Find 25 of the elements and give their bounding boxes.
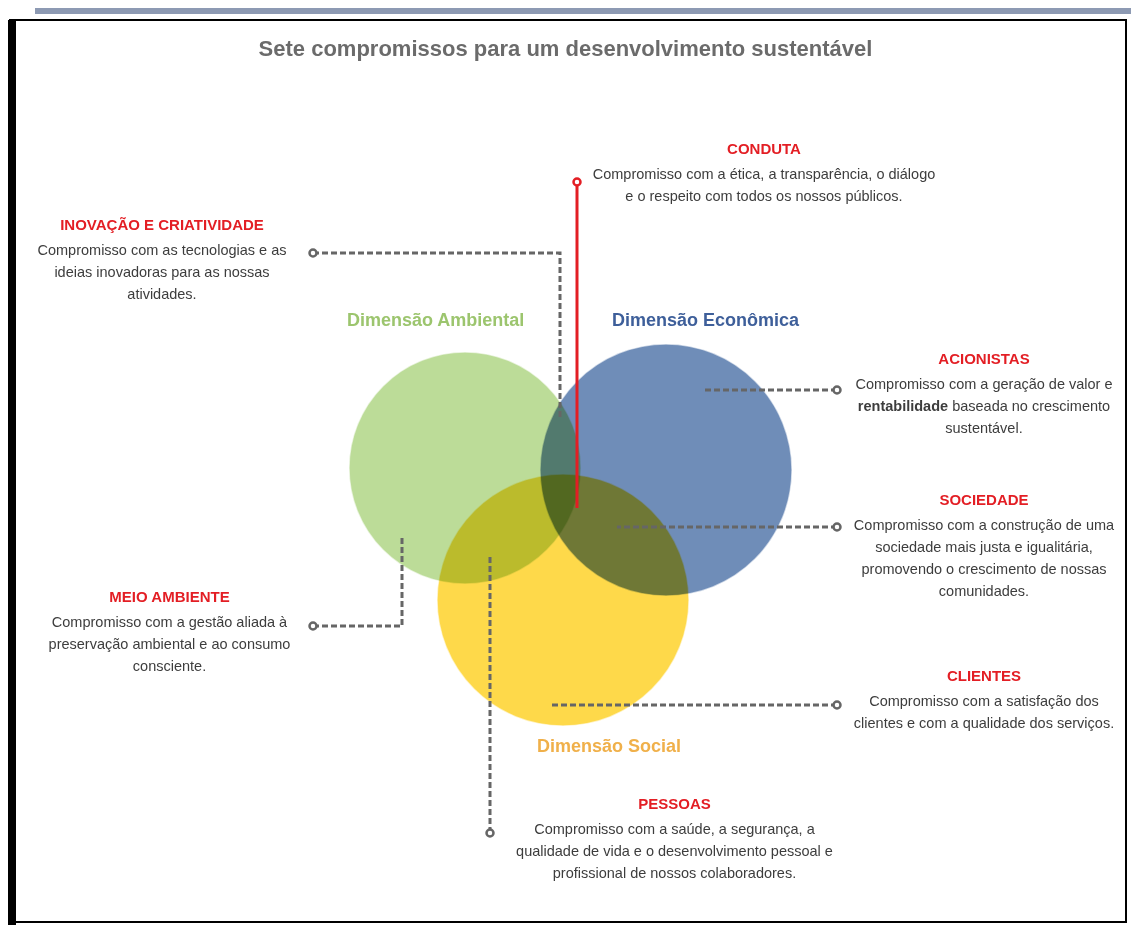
callout-text: Compromisso com a satisfação dos clientes e com a qualidade dos serviços. — [852, 692, 1116, 733]
callout-heading: MEIO AMBIENTE — [108, 588, 231, 605]
callout-text: Compromisso com a ética, a transparência, o diálogo e o respeito com todos os nossos públicos. — [591, 165, 937, 206]
callout-text: Compromisso com a construção de uma sociedade mais justa e igualitária, promovendo o crescimento de nossas comunidades. — [852, 516, 1116, 601]
leader-line — [703, 385, 842, 395]
dimension-label: Dimensão Econômica — [612, 310, 800, 331]
callout-heading: ACIONISTAS — [937, 350, 1031, 367]
callout-text: Compromisso com a geração de valor e rentabilidade baseada no crescimento sustentável. — [854, 375, 1114, 438]
callout-heading: SOCIEDADE — [938, 491, 1030, 508]
leader-line — [572, 177, 582, 508]
dimension-label: Dimensão Ambiental — [347, 310, 525, 331]
callout-text: Compromisso com as tecnologias e as ideias inovadoras para as nossas atividades. — [36, 241, 288, 304]
dimension-label: Dimensão Social — [537, 736, 682, 757]
leader-line — [308, 535, 404, 631]
leader-line — [308, 248, 562, 420]
leader-line — [485, 555, 495, 838]
leader-line — [550, 700, 842, 710]
callout-heading: CONDUTA — [726, 140, 802, 157]
callout-heading: INOVAÇÃO E CRIATIVIDADE — [59, 216, 265, 233]
callout-heading: PESSOAS — [637, 795, 712, 812]
title: Sete compromissos para um desenvolvimento sustentável — [257, 36, 874, 62]
leader-line — [617, 522, 842, 532]
callout-text: Compromisso com a gestão aliada à preservação ambiental e ao consumo consciente. — [47, 613, 292, 676]
callout-heading: CLIENTES — [945, 667, 1023, 684]
callout-text: Compromisso com a saúde, a segurança, a qualidade de vida e o desenvolvimento pessoal e profissional de nossos colaboradores. — [515, 820, 834, 883]
